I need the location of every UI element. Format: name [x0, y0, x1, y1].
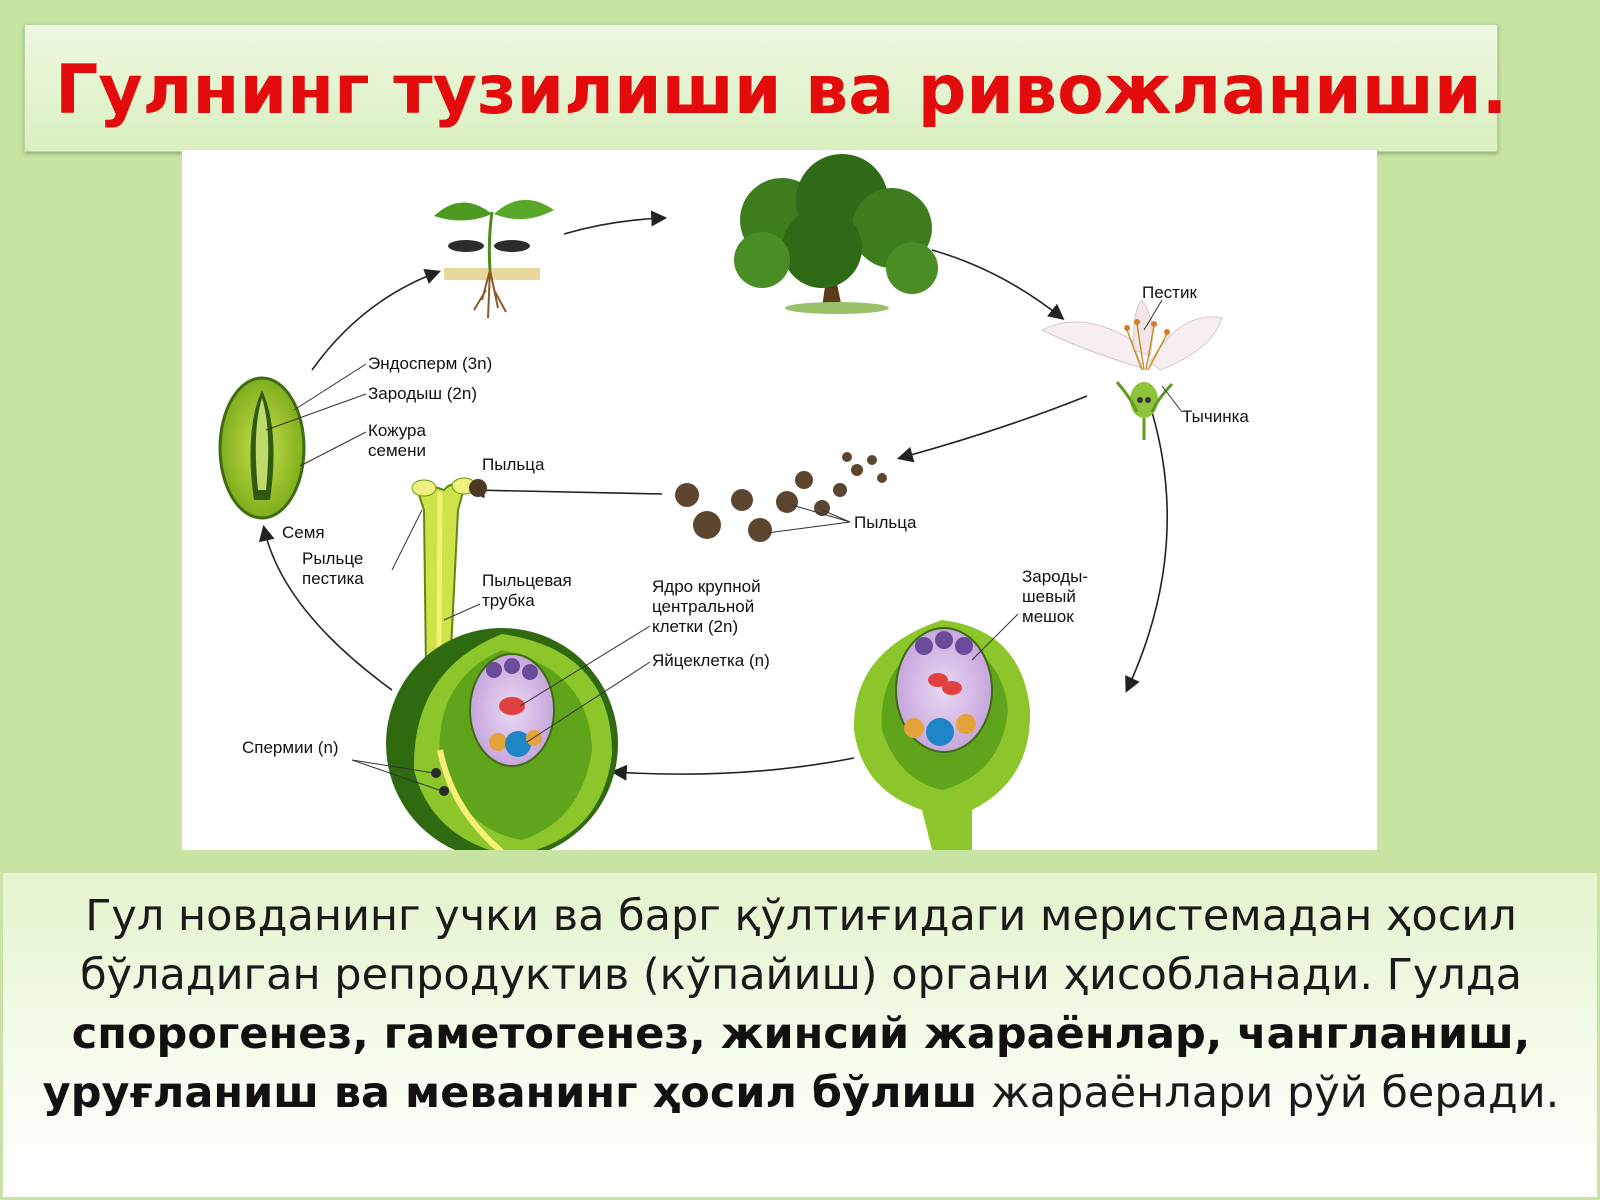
label-embryo: Зародыш (2n) — [368, 384, 477, 403]
label-pollen-tube-2: трубка — [482, 591, 535, 610]
arrow-flower-to-sac — [1125, 411, 1169, 693]
pollen-grains — [675, 452, 887, 542]
label-nucleus-3: клетки (2n) — [652, 617, 738, 636]
flower-life-cycle-diagram: Пестик Тычинка Пыльца Эндосперм (3n) Зар… — [182, 150, 1377, 850]
title-banner: Гулнинг тузилиши ва ривожланиши. — [24, 24, 1508, 152]
label-pollen-tube-1: Пыльцевая — [482, 571, 572, 590]
label-stamen: Тычинка — [1182, 407, 1249, 426]
description-normal-2: жараёнлари рўй беради. — [977, 1068, 1560, 1118]
seed-illustration — [218, 376, 306, 520]
label-embryo-sac-3: мешок — [1022, 607, 1074, 626]
arrow-tree-to-flower — [931, 249, 1065, 320]
label-pollen-center: Пыльца — [854, 513, 917, 532]
label-embryo-sac-1: Зароды- — [1022, 567, 1088, 586]
flower-illustration — [1040, 299, 1223, 440]
arrow-seedling-to-tree — [563, 210, 668, 235]
label-stigma-2: пестика — [302, 569, 364, 588]
label-nucleus-1: Ядро крупной — [652, 577, 761, 596]
label-seed: Семя — [282, 523, 325, 542]
description-bold-terms: спорогенез, гаметогенез, жинсий жараёнла… — [42, 1009, 1531, 1118]
label-sperm: Спермии (n) — [242, 738, 339, 757]
label-pistil: Пестик — [1142, 283, 1197, 302]
description-normal-1: Гул новданинг учки ва барг қўлтиғидаги м… — [80, 891, 1522, 1000]
description-box: Гул новданинг учки ва барг қўлтиғидаги м… — [2, 872, 1598, 1198]
arrow-sac-to-fertilization — [610, 757, 855, 781]
label-seed-coat-1: Кожура — [368, 421, 426, 440]
label-pollen-top: Пыльца — [482, 455, 545, 474]
arrow-seed-to-seedling — [311, 268, 442, 371]
embryo-sac-illustration — [853, 620, 1031, 850]
label-nucleus-2: центральной — [652, 597, 754, 616]
cycle-arrows — [258, 210, 1169, 781]
label-seed-coat-2: семени — [368, 441, 426, 460]
life-cycle-svg: Пестик Тычинка Пыльца Эндосперм (3n) Зар… — [218, 154, 1249, 850]
arrow-pollen-to-pistil — [468, 482, 663, 499]
label-endosperm: Эндосперм (3n) — [368, 354, 492, 373]
arrow-flower-to-pollen — [896, 395, 1088, 463]
label-embryo-sac-2: шевый — [1022, 587, 1076, 606]
label-egg-cell: Яйцеклетка (n) — [652, 651, 770, 670]
description-text: Гул новданинг учки ва барг қўлтиғидаги м… — [23, 887, 1579, 1123]
tree-illustration — [734, 154, 938, 314]
label-stigma-1: Рыльце — [302, 549, 363, 568]
seedling-illustration — [434, 199, 554, 319]
fertilization-illustration — [386, 477, 618, 850]
arrow-fertilization-to-seed — [258, 524, 393, 691]
slide-title: Гулнинг тузилиши ва ривожланиши. — [55, 51, 1508, 130]
